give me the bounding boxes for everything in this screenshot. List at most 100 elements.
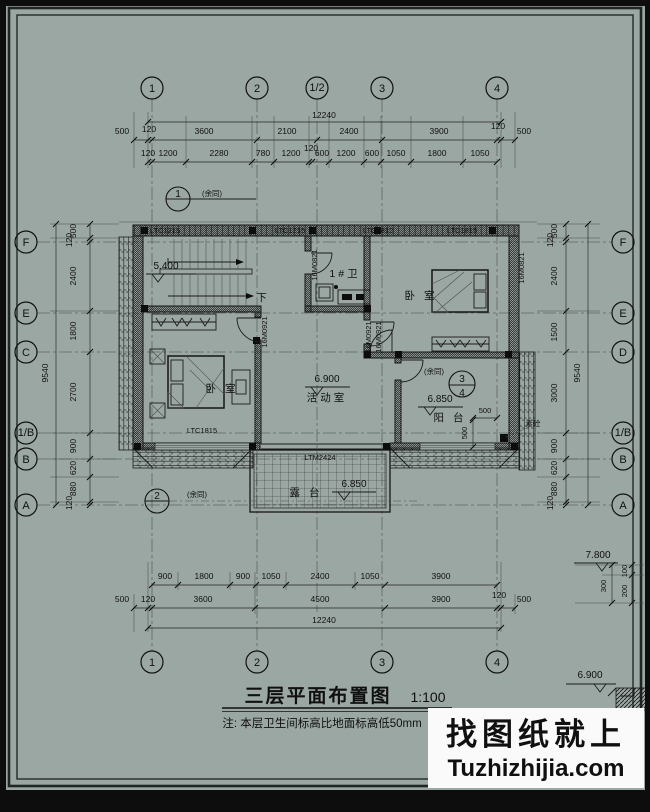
axis-bubbles xyxy=(14,76,635,674)
room-balcony: 阳 台 xyxy=(434,411,467,424)
axis-label: 3 xyxy=(379,83,385,95)
parapet-detail: 7.800 300 100 200 6.900 xyxy=(566,550,649,711)
dim-label: 120 xyxy=(492,590,506,600)
axis-label: F xyxy=(23,237,30,249)
same-note: (余同) xyxy=(424,366,444,376)
dim-label: 120 xyxy=(64,496,74,510)
dim-label: 2700 xyxy=(68,382,78,401)
dim-label: 2280 xyxy=(210,148,229,158)
room-labels: 5.400 6.900 活动室 6.850 阳 台 6.850 露 台 1#卫 … xyxy=(146,261,467,501)
dim-label: 9540 xyxy=(572,363,582,382)
dim-label: 900 xyxy=(549,439,559,453)
axis-label: D xyxy=(619,347,627,359)
dim-label: 500 xyxy=(517,126,531,136)
window-label: LTC1812 xyxy=(363,226,393,235)
dim-label: 500 xyxy=(549,224,559,238)
drawing-note: 注: 本层卫生间标高比地面标高低50mm xyxy=(222,716,421,730)
terrace xyxy=(249,449,391,513)
dim-label: 880 xyxy=(549,482,559,496)
roof-strips xyxy=(118,236,536,471)
room-bedroom-right: 卧 室 xyxy=(405,289,438,302)
dim-label: 1050 xyxy=(361,571,380,581)
window-label: LTC1815 xyxy=(187,426,217,435)
door-label: 16M0821 xyxy=(517,252,526,283)
door-label: 16M0921 xyxy=(374,321,383,352)
dim-label: 12240 xyxy=(312,110,336,120)
door-label: LTM2424 xyxy=(304,453,335,462)
same-note: (余同) xyxy=(202,188,222,198)
dim-label: 1800 xyxy=(428,148,447,158)
balcony-dims: 500 500 xyxy=(460,406,501,451)
level-stair: 5.400 xyxy=(153,261,178,272)
dim-label: 780 xyxy=(256,148,270,158)
axis-label: 2 xyxy=(254,83,260,95)
axis-label: C xyxy=(22,347,30,359)
dim-label: 120 xyxy=(64,233,74,247)
dim-label: 880 xyxy=(68,482,78,496)
level-parapet: 7.800 xyxy=(585,550,610,561)
door-label: 16M0821 xyxy=(310,249,319,280)
dimensions-right: 9540 500 120 2400 1500 3000 900 620 880 … xyxy=(537,220,600,510)
sheet-frame xyxy=(7,6,643,788)
drawing-title: 三层平面布置图 xyxy=(244,684,391,707)
watermark: 找图纸就上 Tuzhizhijia.com xyxy=(428,708,644,788)
room-bedroom-left: 卧 室 xyxy=(206,382,239,395)
axis-label: E xyxy=(619,308,626,320)
dim-label: 3900 xyxy=(432,594,451,604)
axis-bubble-labels: 1 2 1/2 3 4 1 2 3 4 F E C 1/B B A F E D … xyxy=(18,82,632,669)
dim-label: 1050 xyxy=(387,148,406,158)
axis-label: 1/B xyxy=(18,427,35,439)
dim-label: 2400 xyxy=(549,266,559,285)
dim-label: 500 xyxy=(115,594,129,604)
dim-label: 1800 xyxy=(195,571,214,581)
dim-label: 500 xyxy=(479,406,492,415)
dim-label: 9540 xyxy=(40,363,50,382)
dim-label: 600 xyxy=(365,148,379,158)
axis-label: 1/2 xyxy=(309,82,324,94)
dim-label: 2400 xyxy=(68,266,78,285)
dim-label: 600 xyxy=(315,148,329,158)
axis-label: 2 xyxy=(254,657,260,669)
dim-label: 120 xyxy=(304,143,318,153)
dim-label: 1050 xyxy=(262,571,281,581)
dim-label: 120 xyxy=(141,594,155,604)
level-terrace: 6.850 xyxy=(341,479,366,490)
dim-label: 2100 xyxy=(278,126,297,136)
room-terrace: 露 台 xyxy=(290,486,323,499)
watermark-text-cn: 找图纸就上 xyxy=(446,717,626,752)
same-note: (余同) xyxy=(187,489,207,499)
dim-label: 12240 xyxy=(312,615,336,625)
dim-label: 1200 xyxy=(337,148,356,158)
furniture xyxy=(149,269,490,419)
detail-number: 3 xyxy=(459,374,465,385)
level-eave: 6.900 xyxy=(577,670,602,681)
door-label: 16M0921 xyxy=(364,321,373,352)
level-activity: 6.900 xyxy=(314,374,339,385)
dim-label: 120 xyxy=(545,496,555,510)
stair-down-label: 下 xyxy=(256,292,270,304)
dim-label: 1050 xyxy=(471,148,490,158)
dim-label: 620 xyxy=(68,461,78,475)
walls xyxy=(119,221,537,451)
axis-label: B xyxy=(22,454,29,466)
dim-label: 120 xyxy=(491,121,505,131)
axis-label: E xyxy=(22,308,29,320)
axis-label: A xyxy=(22,500,30,512)
dim-label: 1500 xyxy=(549,322,559,341)
opening-labels: LTC1215 LTC1215 LTC1812 LTC1815 16M0821 … xyxy=(150,226,526,462)
axis-label: 4 xyxy=(494,83,500,95)
window-label: LTC1215 xyxy=(275,226,305,235)
dim-label: 1200 xyxy=(282,148,301,158)
drawing-scale: 1:100 xyxy=(410,689,445,705)
axis-label: 1 xyxy=(149,83,155,95)
dim-label: 4500 xyxy=(311,594,330,604)
staircase xyxy=(159,239,254,306)
columns xyxy=(134,227,518,450)
dim-label: 120 xyxy=(142,124,156,134)
window-label: LTC1815 xyxy=(447,226,477,235)
dimensions-left: 9540 500 120 2400 1800 2700 900 620 880 … xyxy=(40,220,119,510)
axis-label: 4 xyxy=(494,657,500,669)
dim-label: 900 xyxy=(236,571,250,581)
